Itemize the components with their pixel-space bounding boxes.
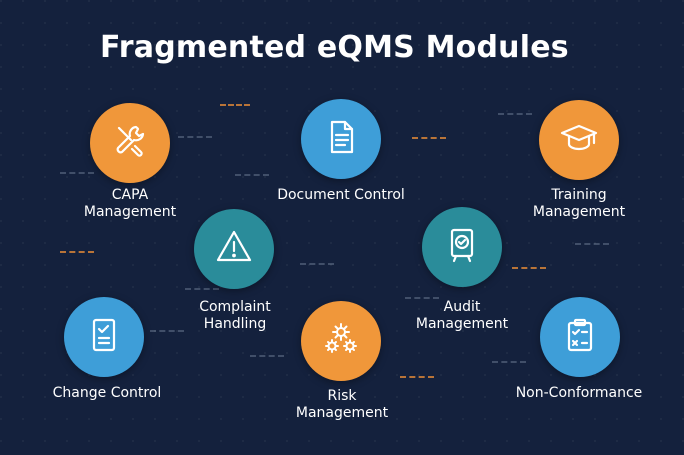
clipboard-check-icon bbox=[560, 315, 600, 359]
page-title: Fragmented eQMS Modules bbox=[100, 30, 569, 65]
training-label: Training Management bbox=[532, 187, 626, 220]
checklist-document-icon bbox=[84, 315, 124, 359]
risk-node[interactable] bbox=[301, 301, 381, 381]
connector-dash bbox=[412, 137, 446, 139]
connector-dash bbox=[250, 355, 284, 357]
non-conformance-node[interactable] bbox=[540, 297, 620, 377]
connector-dash bbox=[60, 251, 94, 253]
connector-dash bbox=[220, 104, 250, 106]
capa-node[interactable] bbox=[90, 103, 170, 183]
graduation-cap-icon bbox=[559, 118, 599, 162]
document-icon bbox=[321, 117, 361, 161]
connector-dash bbox=[575, 243, 609, 245]
document-control-node[interactable] bbox=[301, 99, 381, 179]
gears-icon bbox=[321, 319, 361, 363]
connector-dash bbox=[178, 136, 212, 138]
warning-icon bbox=[214, 227, 254, 271]
connector-dash bbox=[492, 361, 526, 363]
connector-dash bbox=[185, 288, 219, 290]
connector-dash bbox=[498, 113, 532, 115]
connector-dash bbox=[235, 174, 269, 176]
wrench-screwdriver-icon bbox=[110, 121, 150, 165]
connector-dash bbox=[400, 376, 434, 378]
complaint-label: Complaint Handling bbox=[199, 299, 271, 332]
connector-dash bbox=[405, 297, 439, 299]
document-control-label: Document Control bbox=[277, 187, 405, 203]
audit-node[interactable] bbox=[422, 207, 502, 287]
capa-label: CAPA Management bbox=[83, 187, 177, 220]
connector-dash bbox=[60, 172, 94, 174]
risk-label: Risk Management bbox=[295, 388, 389, 421]
training-node[interactable] bbox=[539, 100, 619, 180]
non-conformance-label: Non-Conformance bbox=[515, 385, 643, 401]
connector-dash bbox=[512, 267, 546, 269]
connector-dash bbox=[300, 263, 334, 265]
connector-dash bbox=[150, 330, 184, 332]
change-control-label: Change Control bbox=[52, 385, 162, 401]
change-control-node[interactable] bbox=[64, 297, 144, 377]
audit-label: Audit Management bbox=[415, 299, 509, 332]
complaint-node[interactable] bbox=[194, 209, 274, 289]
audit-badge-icon bbox=[442, 225, 482, 269]
